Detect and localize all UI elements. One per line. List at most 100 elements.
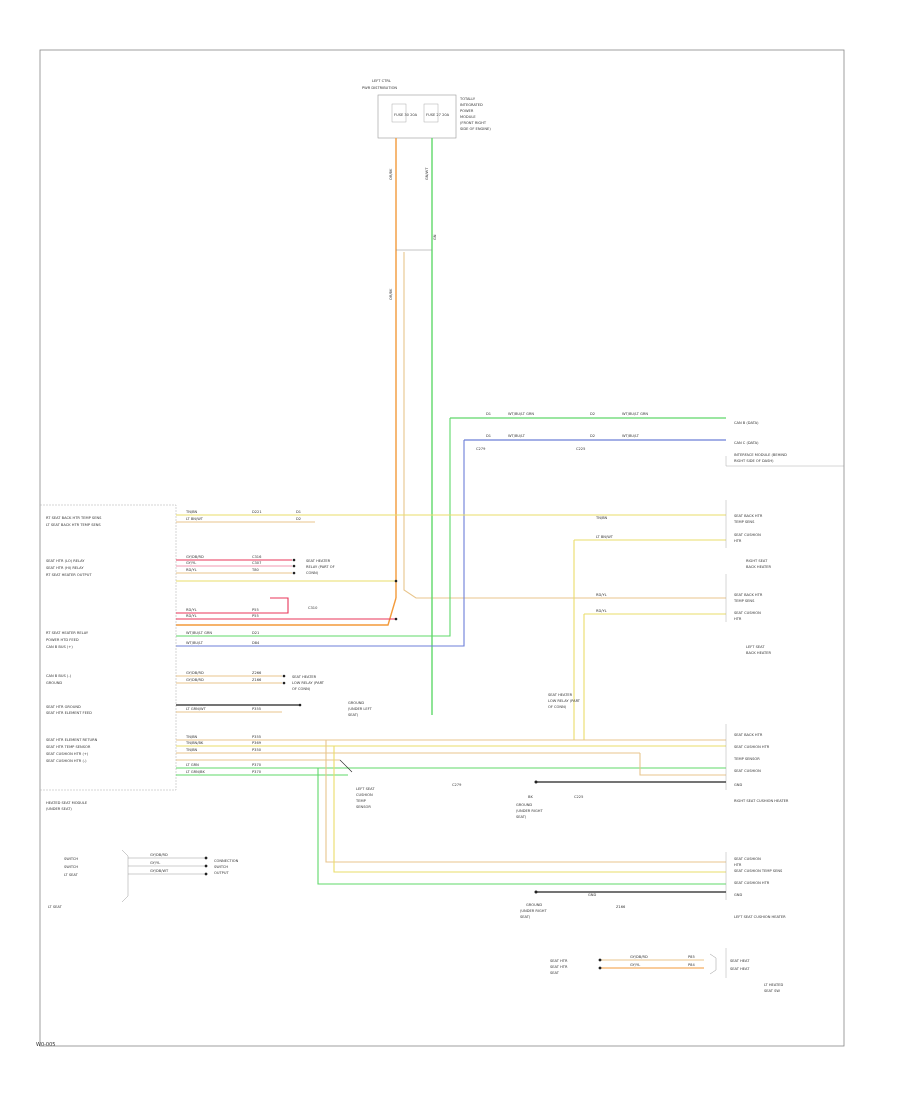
rs-title-1: RIGHT SEAT [746,559,768,563]
hs-p2: P84 [688,963,695,967]
r3b: C316 [252,555,262,559]
upper-rows [176,514,726,713]
a9: LT GRN/BK [186,770,205,774]
fuse-side-5: (FRONT RIGHT [460,121,487,125]
sw-lbl-2: SWITCH [64,865,78,869]
relay-label-5: LOW RELAY (PART [292,681,325,685]
ground-label-1: GROUND [348,701,364,705]
bus-2b: WT/BU/LT [508,434,526,438]
lc-ground-2: (UNDER RIGHT [520,909,547,913]
r7b: P55 [252,614,259,618]
bus-1d: WT/BU/LT GRN [622,412,648,416]
left-label-1: RT SEAT BACK HTR TEMP SENS [46,516,102,520]
r9a: WT/BU/LT [186,641,204,645]
rs-label-2: TEMP SENS [733,520,755,524]
left-label-5: RT SEAT HEATER OUTPUT [46,573,92,577]
ls-title-2: BACK HEATER [746,651,771,655]
left-label-14: SEAT HTR TEMP SENSOR [46,745,91,749]
left-label-7: POWER HTD FEED [46,638,79,642]
sw-wire-2: GY/YL [150,861,160,865]
left-label-6: RT SEAT HEATER RELAY [46,631,89,635]
r5a: RD/YL [186,568,197,572]
lc-label-2: HTR [734,863,742,867]
a4: P369 [252,741,262,745]
hs-title-2: SEAT SW [764,989,780,993]
rc-g1: BK [528,795,533,799]
bus-c2: C225 [576,447,585,451]
bus-right-3: INTERFACE MODULE (BEHIND [734,453,787,457]
left-label-9: CAN B BUS (-) [46,674,72,678]
fuse-side-3: POWER [460,109,474,113]
ls-label-2: TEMP SENS [733,599,755,603]
hs-right-2: SEAT HEAT [730,967,750,971]
sw-lbl-3: LT SEAT [64,873,79,877]
lower-rows [176,739,726,885]
note-4: SENSOR [356,805,371,809]
lc-g2: Z166 [616,905,626,909]
fuse-side-4: MODULE [460,115,476,119]
bus-1a: D1 [486,412,491,416]
hs-title-1: LT HEATED [764,983,783,987]
module-title-1: HEATED SEAT MODULE [46,801,88,805]
r1c: D1 [296,510,301,514]
rc-c1: C279 [452,783,462,787]
rc-relay-2: LOW RELAY (PART [548,699,581,703]
main-vertical-wires [176,138,726,715]
fuse-side-2: INTEGRATED [460,103,483,107]
a1: TN/BN [185,735,198,739]
r1a: TN/BN [185,510,198,514]
upper-row-labels: TN/BN D221 D1 LT BN/WT D2 GY/DB/RD C316 … [185,510,373,717]
ls-wire-2: RD/YL [596,609,607,613]
bus-2a: D1 [486,434,491,438]
right-seat-back-heater [573,500,727,740]
hs-p1: P85 [688,955,695,959]
fuse-b-label: FUSE 27 20A [426,113,450,117]
r7a: RD/YL [186,614,197,618]
a6: P350 [252,748,262,752]
lc-label-1: SEAT CUSHION [734,857,761,861]
lc-g1: GND [588,893,596,897]
footer-code: W0-005 [36,1042,56,1048]
left-seat-cushion-heater: SEAT CUSHION HTR SEAT CUSHION TEMP SENS … [520,852,786,919]
rc-c2: C225 [574,795,583,799]
sw-lbl-1: SWITCH [64,857,78,861]
heated-seat-switch: SEAT HTR SEAT HTR SEAT GY/DB/RD GY/YL P8… [550,948,783,993]
sw-wire-1: GY/DB/RD [150,853,168,857]
note-1: LEFT SEAT [356,787,375,791]
bus-right-2: CAN C (DATA) [734,441,759,445]
r11b: Z166 [252,678,262,682]
rs-title-2: BACK HEATER [746,565,771,569]
rc-label-2: SEAT CUSHION HTR [734,745,770,749]
relay-label-2: RELAY (PART OF [306,565,335,569]
rc-g3: GROUND [516,803,532,807]
sw-title: LT SEAT [48,905,63,909]
rc-label-4: SEAT CUSHION [734,769,761,773]
rs-wire-1: TN/BN [595,516,608,520]
sw-note-3: OUTPUT [214,871,229,875]
lc-label-3: SEAT CUSHION TEMP SENS [734,869,783,873]
fuse-title-1: LEFT CTRL [372,79,391,83]
hs-right-1: SEAT HEAT [730,959,750,963]
lower-row-labels: TN/BN P355 TN/BN/BK P369 TN/BN P350 LT G… [185,735,375,809]
ls-label-4: HTR [734,617,742,621]
fuse-a-label: FUSE 30 20A [394,113,418,117]
sw-wire-3: GY/DB/WT [150,869,169,873]
lc-ground-1: GROUND [526,903,542,907]
left-label-15: SEAT CUSHION HTR (+) [46,752,89,756]
ls-wire-1: RD/YL [596,593,607,597]
c310-label: C310 [308,606,318,610]
wire-green-mid-label: GN [433,234,437,240]
wire-green-label: GN/WT [425,167,429,180]
lc-ground-3: SEAT) [520,915,531,919]
r6a: RD/YL [186,608,197,612]
left-label-10: GROUND [46,681,62,685]
can-bus [176,417,726,647]
r12a: LT GRN/WT [186,707,207,711]
rs-wire-2: LT BN/WT [596,535,614,539]
fuse-block: LEFT CTRL PWR DISTRIBUTION FUSE 30 20A F… [362,79,491,139]
hs-lbl-3: SEAT [550,971,560,975]
left-label-3: SEAT HTR (LO) RELAY [46,559,85,563]
interface-module-outline [725,456,844,467]
sensor-symbol [339,759,353,773]
r10b: Z266 [252,671,262,675]
